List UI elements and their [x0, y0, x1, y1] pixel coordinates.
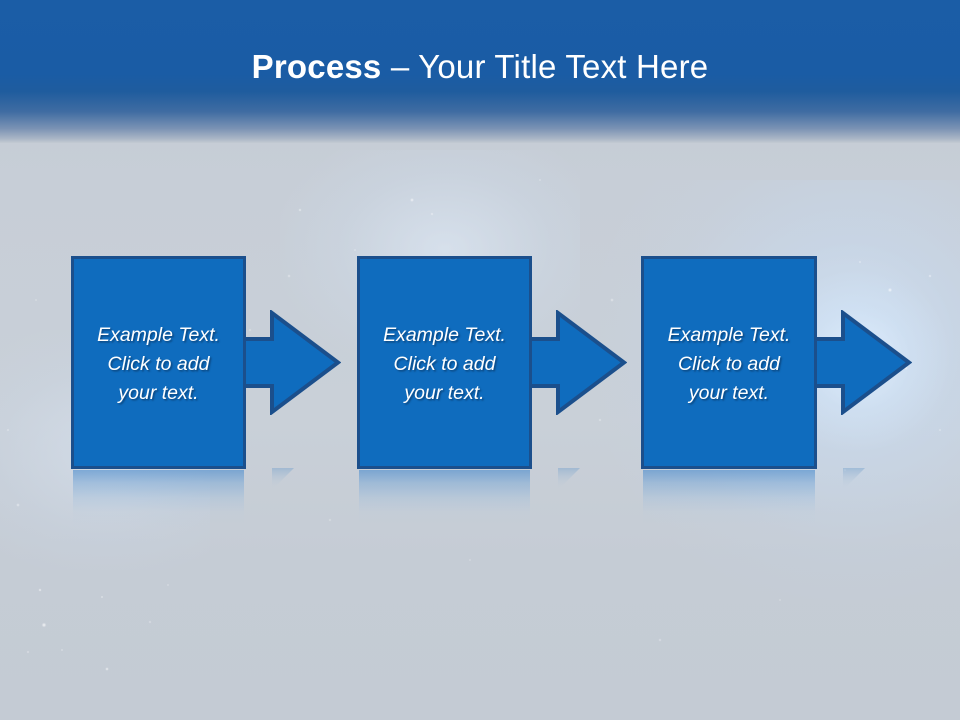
- process-step-2[interactable]: Example Text. Click to add your text.: [357, 256, 627, 528]
- step-text-line-3: your text.: [404, 382, 485, 404]
- process-step-text-2: Example Text. Click to add your text.: [375, 321, 514, 408]
- process-step-box-1[interactable]: Example Text. Click to add your text.: [71, 256, 246, 469]
- process-step-1[interactable]: Example Text. Click to add your text.: [71, 256, 341, 528]
- step-text-line-2: Click to add: [393, 353, 496, 375]
- step-text-line-1: Example Text.: [97, 324, 220, 346]
- page-title: Process – Your Title Text Here: [0, 48, 960, 86]
- step-text-line-3: your text.: [688, 382, 770, 404]
- step-text-line-1: Example Text.: [383, 324, 506, 346]
- page-title-rest: – Your Title Text Here: [381, 48, 709, 85]
- step-text-line-3: your text.: [118, 382, 199, 404]
- process-step-text-1: Example Text. Click to add your text.: [89, 321, 228, 408]
- page-title-strong: Process: [251, 48, 382, 85]
- process-step-text-3: Example Text. Click to add your text.: [660, 321, 799, 408]
- step-text-line-2: Click to add: [678, 353, 780, 375]
- process-step-box-3[interactable]: Example Text. Click to add your text.: [641, 256, 817, 469]
- step-text-line-1: Example Text.: [667, 324, 791, 346]
- process-step-3[interactable]: Example Text. Click to add your text.: [641, 256, 912, 528]
- process-step-box-2[interactable]: Example Text. Click to add your text.: [357, 256, 532, 469]
- slide-header-banner: Process – Your Title Text Here: [0, 0, 960, 143]
- step-text-line-2: Click to add: [107, 353, 210, 375]
